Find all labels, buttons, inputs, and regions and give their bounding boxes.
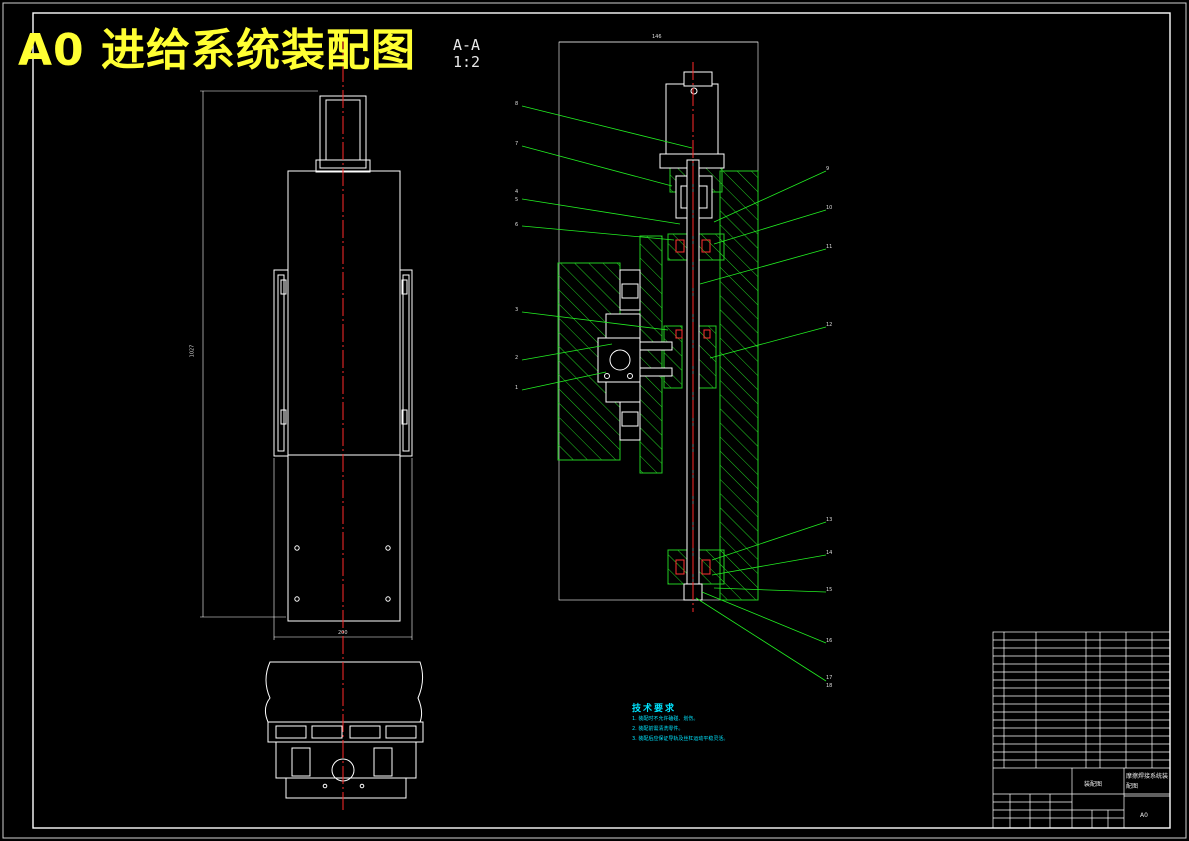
title-block-assembly-name: 摩擦焊接系统装配图 xyxy=(1126,773,1169,790)
dim-top-width: 146 xyxy=(652,34,662,40)
balloon-17: 17 xyxy=(826,675,833,681)
top-view xyxy=(264,661,424,799)
balloon-13: 13 xyxy=(826,517,833,523)
balloon-12: 12 xyxy=(826,322,833,328)
section-view xyxy=(557,41,759,601)
tech-req-heading: 技术要求 xyxy=(632,704,677,714)
balloon-16: 16 xyxy=(826,638,833,644)
balloon-1: 1 xyxy=(515,385,519,391)
technical-requirements: 技术要求 1. 装配时不允许磕碰、划伤。 2. 装配前需清洗零件。 3. 装配后… xyxy=(632,701,728,744)
balloon-2: 2 xyxy=(515,355,519,361)
balloon-5: 5 xyxy=(515,197,519,203)
tech-req-item: 1. 装配时不允许磕碰、划伤。 xyxy=(632,716,699,722)
sheet-border-inner xyxy=(32,12,1171,829)
balloon-10: 10 xyxy=(826,205,833,211)
section-scale: 1:2 xyxy=(453,53,481,71)
balloon-7: 7 xyxy=(515,141,519,147)
leader-lines xyxy=(521,105,827,682)
balloon-4: 4 xyxy=(515,189,519,195)
drawing-title: A0 进给系统装配图 xyxy=(18,25,416,76)
title-block-sheet-size: A0 xyxy=(1140,812,1148,819)
balloon-15: 15 xyxy=(826,587,833,593)
balloon-9: 9 xyxy=(826,166,830,172)
balloon-8: 8 xyxy=(515,101,519,107)
dim-bottom-width: 200 xyxy=(338,630,348,636)
section-label: A-A 1:2 xyxy=(453,37,480,71)
section-name: A-A xyxy=(453,36,481,54)
front-view xyxy=(200,90,413,640)
balloon-6: 6 xyxy=(515,222,519,228)
dim-left-height: 1027 xyxy=(189,344,196,358)
title-block xyxy=(992,631,1171,829)
balloon-11: 11 xyxy=(826,244,833,250)
balloon-14: 14 xyxy=(826,550,833,556)
balloon-18: 18 xyxy=(826,683,833,689)
balloon-3: 3 xyxy=(515,307,519,313)
tech-req-item: 2. 装配前需清洗零件。 xyxy=(632,726,684,732)
tech-req-item: 3. 装配后应保证导轨及丝杠运动平稳灵活。 xyxy=(632,736,729,742)
title-block-drawing-name: 装配图 xyxy=(1084,781,1103,788)
